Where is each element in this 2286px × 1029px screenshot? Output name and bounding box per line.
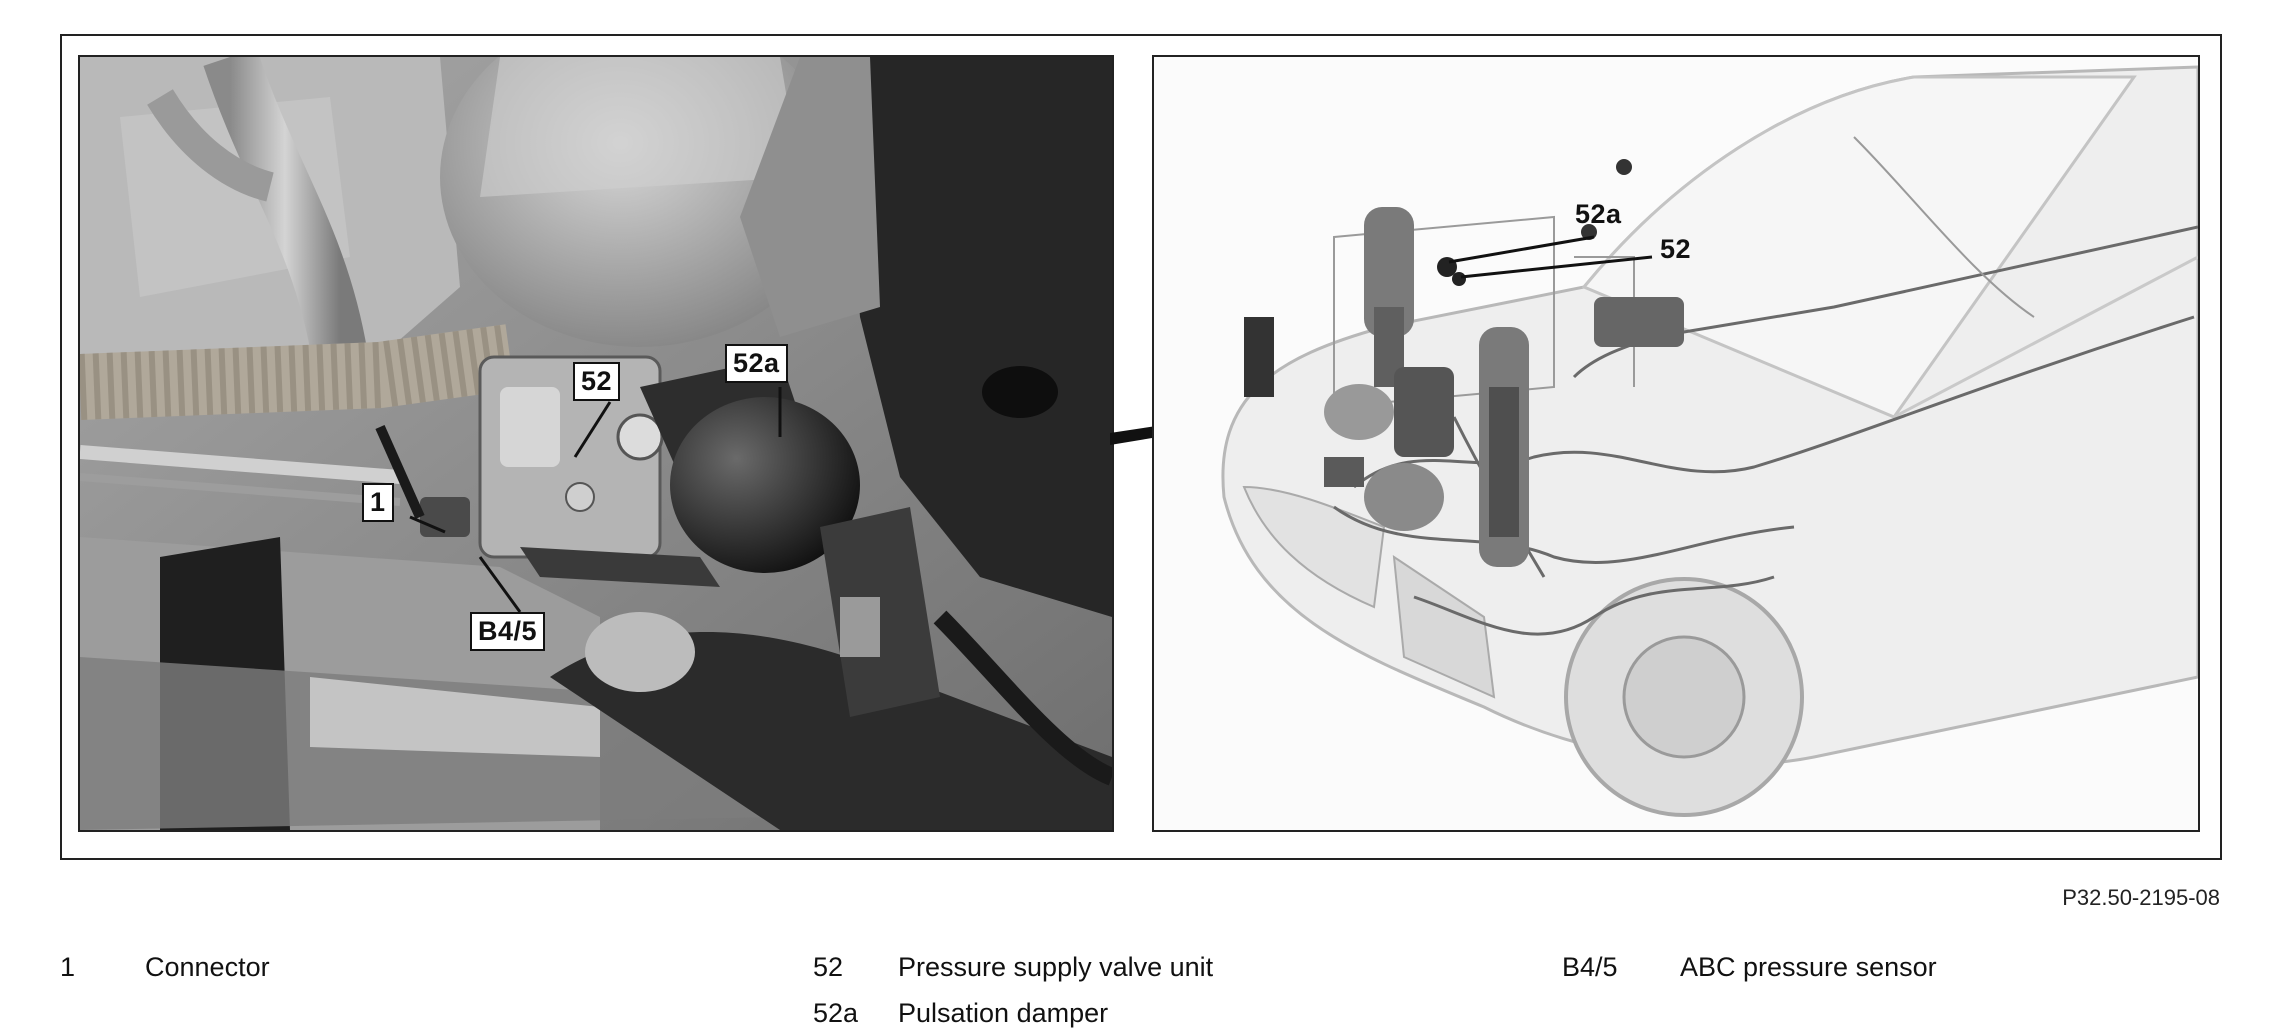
callout-52a-diagram: 52a bbox=[1575, 199, 1622, 229]
figure-id: P32.50-2195-08 bbox=[2062, 885, 2220, 910]
legend-desc: Connector bbox=[145, 952, 270, 982]
diagram-leader-lines bbox=[1448, 235, 1653, 279]
legend-key: 52a bbox=[813, 998, 859, 1028]
legend-key: 1 bbox=[60, 952, 76, 982]
vehicle-illustration bbox=[1221, 65, 2198, 817]
legend-key: B4/5 bbox=[1562, 952, 1618, 982]
callout-52: 52 bbox=[573, 362, 621, 401]
vehicle-location-diagram: 52a 52 bbox=[1152, 55, 2200, 832]
callout-1: 1 bbox=[362, 483, 394, 522]
photo-leader-lines bbox=[409, 387, 782, 613]
legend-desc: Pressure supply valve unit bbox=[898, 952, 1214, 982]
legend-key: 52 bbox=[813, 952, 844, 982]
legend-desc: ABC pressure sensor bbox=[1680, 952, 1937, 982]
legend-desc: Pulsation damper bbox=[898, 998, 1109, 1028]
engine-bay-photo: 52 52a 1 B4/5 bbox=[78, 55, 1114, 832]
photo-illustration bbox=[80, 57, 1112, 830]
callout-52a: 52a bbox=[725, 344, 788, 383]
callout-52-diagram: 52 bbox=[1660, 234, 1692, 264]
callout-B4-5: B4/5 bbox=[470, 612, 546, 651]
